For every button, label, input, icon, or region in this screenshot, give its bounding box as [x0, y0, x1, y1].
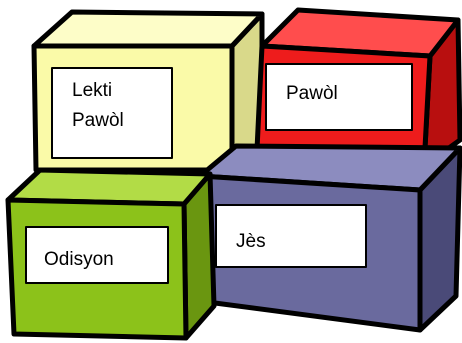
block-odisyon: Odisyon: [5, 167, 217, 341]
block-pawol: Pawòl: [253, 7, 462, 173]
block-label-box: [51, 67, 173, 159]
block-label-line-1: Pawòl: [286, 83, 338, 104]
block-label-box: [25, 226, 169, 284]
block-label-box: [265, 63, 413, 131]
block-top-face: [31, 9, 265, 49]
block-label-line-1: Jès: [236, 231, 266, 252]
block-label-line-1: Odisyon: [44, 249, 114, 270]
block-label-box: [215, 204, 367, 268]
block-lekti-pawol: Lekti Pawòl: [31, 9, 265, 173]
block-jes: Jès: [189, 143, 462, 333]
block-label-line-2: Pawòl: [72, 110, 124, 131]
block-label-line-1: Lekti: [72, 80, 112, 101]
